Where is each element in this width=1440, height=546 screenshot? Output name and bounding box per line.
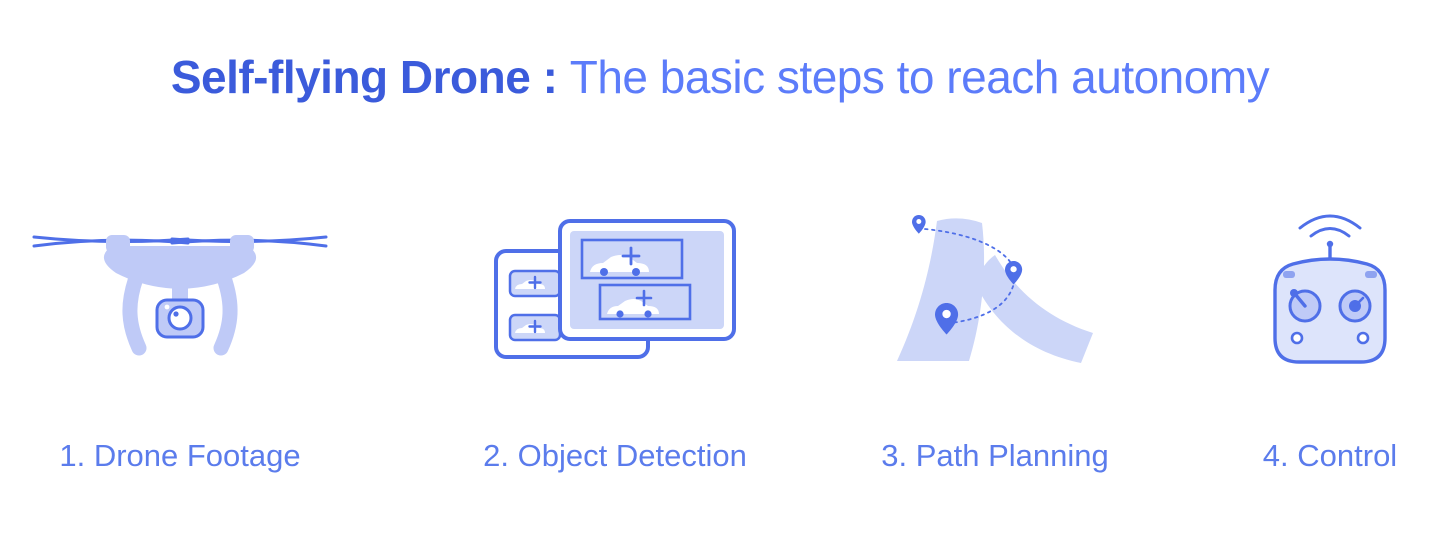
- path-planning-icon-svg: [897, 215, 1093, 363]
- object-detection-icon-svg: [494, 219, 736, 359]
- flow-arrow-icon: [0, 288, 64, 306]
- step-label-drone-footage: 1. Drone Footage: [59, 438, 301, 473]
- object-detection-icon: [465, 200, 765, 380]
- step-object-detection: 2. Object Detection: [465, 200, 765, 473]
- path-planning-icon: [845, 200, 1145, 380]
- step-control: 4. Control: [1180, 200, 1440, 473]
- remote-control-icon-svg: [1273, 214, 1387, 364]
- step-label-control: 4. Control: [1262, 438, 1398, 473]
- remote-control-icon: [1180, 200, 1440, 380]
- drone-icon-svg: [32, 235, 328, 356]
- page-title: Self-flying Drone : The basic steps to r…: [0, 50, 1440, 104]
- page-title-regular: The basic steps to reach autonomy: [569, 51, 1270, 103]
- page-title-bold: Self-flying Drone :: [170, 51, 570, 103]
- step-path-planning: 3. Path Planning: [845, 200, 1145, 473]
- step-drone-footage: 1. Drone Footage: [30, 200, 330, 473]
- drone-icon: [30, 200, 330, 380]
- step-label-path-planning: 3. Path Planning: [881, 438, 1109, 473]
- step-label-object-detection: 2. Object Detection: [483, 438, 747, 473]
